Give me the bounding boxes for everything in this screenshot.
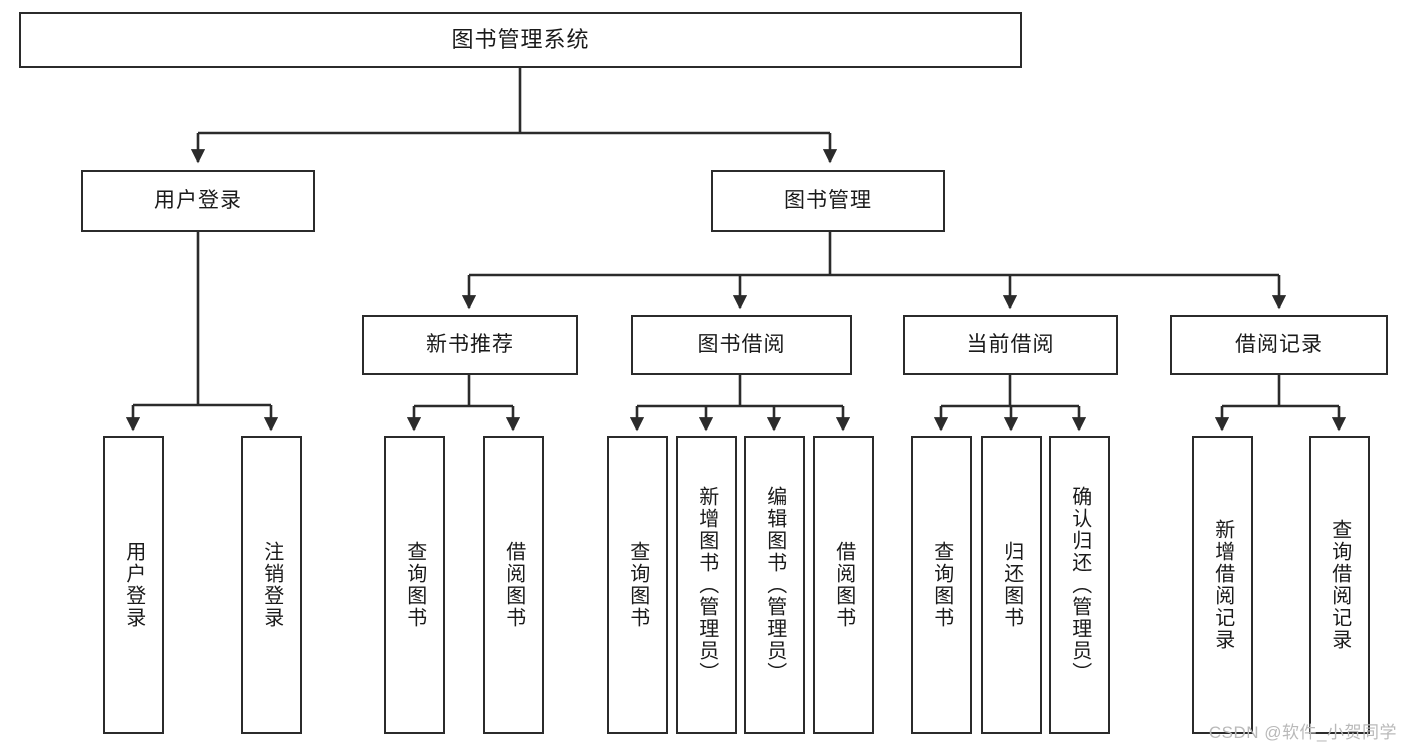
- leaf-add-book-admin-label: 新增图书（管理员）: [695, 486, 718, 684]
- leaf-confirm-return-admin-label: 确认归还（管理员）: [1068, 486, 1091, 684]
- leaf-logout-login-label: 注销登录: [260, 541, 283, 629]
- leaf-user-login[interactable]: 用户登录: [103, 436, 164, 734]
- node-book-borrow-label: 图书借阅: [697, 333, 786, 357]
- leaf-user-login-label: 用户登录: [122, 541, 145, 629]
- leaf-borrow-book-1[interactable]: 借阅图书: [483, 436, 544, 734]
- node-new-book-recommend[interactable]: 新书推荐: [362, 315, 578, 375]
- node-current-borrow-label: 当前借阅: [966, 333, 1055, 357]
- node-new-book-recommend-label: 新书推荐: [426, 333, 514, 357]
- leaf-query-book-3-label: 查询图书: [930, 541, 953, 629]
- leaf-add-borrow-record-label: 新增借阅记录: [1211, 519, 1234, 651]
- leaf-return-book[interactable]: 归还图书: [981, 436, 1042, 734]
- leaf-add-borrow-record[interactable]: 新增借阅记录: [1192, 436, 1253, 734]
- leaf-query-book-2[interactable]: 查询图书: [607, 436, 668, 734]
- leaf-edit-book-admin-label: 编辑图书（管理员）: [763, 486, 786, 684]
- csdn-watermark: CSDN @软件_小贺同学: [1208, 723, 1397, 742]
- leaf-confirm-return-admin[interactable]: 确认归还（管理员）: [1049, 436, 1110, 734]
- node-borrow-record-label: 借阅记录: [1235, 333, 1323, 357]
- leaf-add-book-admin[interactable]: 新增图书（管理员）: [676, 436, 737, 734]
- leaf-query-book-1[interactable]: 查询图书: [384, 436, 445, 734]
- leaf-query-borrow-record-label: 查询借阅记录: [1328, 519, 1351, 651]
- leaf-query-borrow-record[interactable]: 查询借阅记录: [1309, 436, 1370, 734]
- leaf-return-book-label: 归还图书: [1000, 541, 1023, 629]
- node-user-login[interactable]: 用户登录: [81, 170, 315, 232]
- node-book-borrow[interactable]: 图书借阅: [631, 315, 852, 375]
- leaf-borrow-book-1-label: 借阅图书: [502, 541, 525, 629]
- leaf-query-book-2-label: 查询图书: [626, 541, 649, 629]
- node-book-manage[interactable]: 图书管理: [711, 170, 945, 232]
- leaf-logout-login[interactable]: 注销登录: [241, 436, 302, 734]
- leaf-borrow-book-2[interactable]: 借阅图书: [813, 436, 874, 734]
- node-current-borrow[interactable]: 当前借阅: [903, 315, 1118, 375]
- node-book-manage-label: 图书管理: [784, 189, 872, 213]
- leaf-query-book-3[interactable]: 查询图书: [911, 436, 972, 734]
- leaf-query-book-1-label: 查询图书: [403, 541, 426, 629]
- node-user-login-label: 用户登录: [154, 189, 242, 213]
- leaf-borrow-book-2-label: 借阅图书: [832, 541, 855, 629]
- node-borrow-record[interactable]: 借阅记录: [1170, 315, 1388, 375]
- leaf-edit-book-admin[interactable]: 编辑图书（管理员）: [744, 436, 805, 734]
- node-root-label: 图书管理系统: [451, 26, 590, 52]
- node-root[interactable]: 图书管理系统: [19, 12, 1022, 68]
